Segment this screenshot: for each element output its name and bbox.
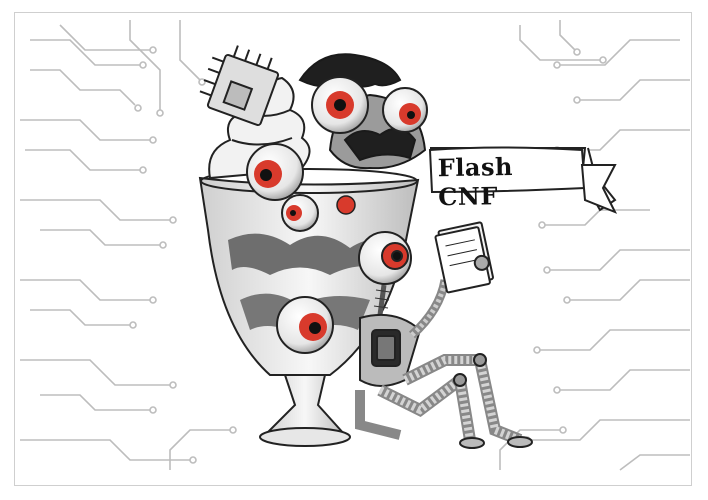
eyeball-icon bbox=[246, 143, 304, 201]
circuit-traces-left bbox=[20, 20, 237, 470]
eyeball-icon bbox=[382, 87, 428, 133]
eyeball-icon bbox=[311, 76, 369, 134]
circuit-traces-right bbox=[499, 20, 690, 471]
banner-ribbon bbox=[428, 146, 618, 214]
robot-icon bbox=[355, 231, 533, 449]
microchip-icon bbox=[199, 45, 280, 127]
notepad-icon bbox=[434, 221, 494, 294]
banner-title: Flash CNF bbox=[437, 151, 514, 212]
eyeball-icon bbox=[276, 296, 334, 354]
eyeball-icon bbox=[336, 195, 356, 215]
eyeball-icon bbox=[281, 194, 319, 232]
